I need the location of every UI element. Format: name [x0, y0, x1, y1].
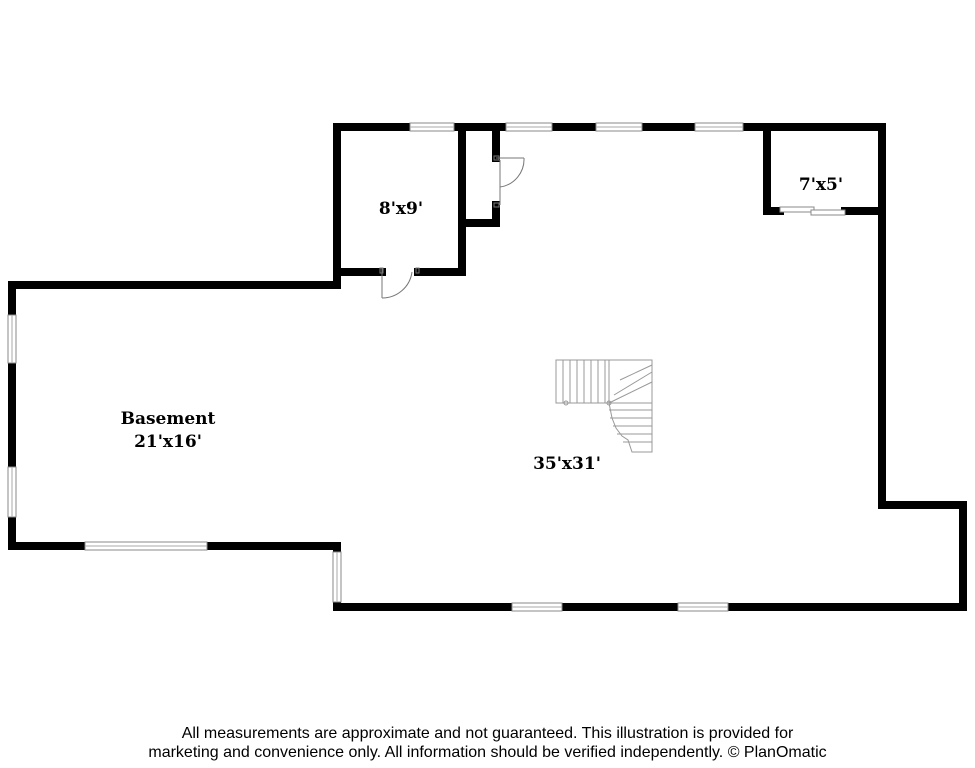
staircase: [555, 359, 653, 453]
disclaimer: All measurements are approximate and not…: [0, 724, 975, 762]
sliding-door: [779, 206, 846, 216]
disclaimer-line-1: All measurements are approximate and not…: [181, 725, 794, 742]
window-top-3: [595, 122, 643, 132]
window-step: [332, 551, 342, 603]
door-nook: [493, 155, 525, 208]
window-bottom-2: [677, 602, 729, 612]
basement-room-name: Basement: [121, 409, 216, 429]
window-basement-bottom: [84, 541, 208, 551]
window-left-2: [7, 466, 17, 518]
outer-wall: [8, 123, 967, 611]
closet-right-wall: [763, 123, 784, 215]
disclaimer-line-2: marketing and convenience only. All info…: [148, 744, 827, 761]
nook-wall: [458, 201, 500, 227]
window-top-4: [694, 122, 744, 132]
door-closet-left: [379, 267, 420, 299]
window-top-1: [409, 122, 455, 132]
window-top-2: [505, 122, 553, 132]
closet-left-size: 8'x9': [379, 199, 423, 219]
window-bottom-1: [511, 602, 563, 612]
main-room-size: 35'x31': [533, 454, 601, 474]
closet-left-wall: [414, 123, 466, 276]
closet-right-size: 7'x5': [799, 175, 843, 195]
basement-room-size: 21'x16': [134, 432, 202, 452]
window-left-1: [7, 314, 17, 364]
